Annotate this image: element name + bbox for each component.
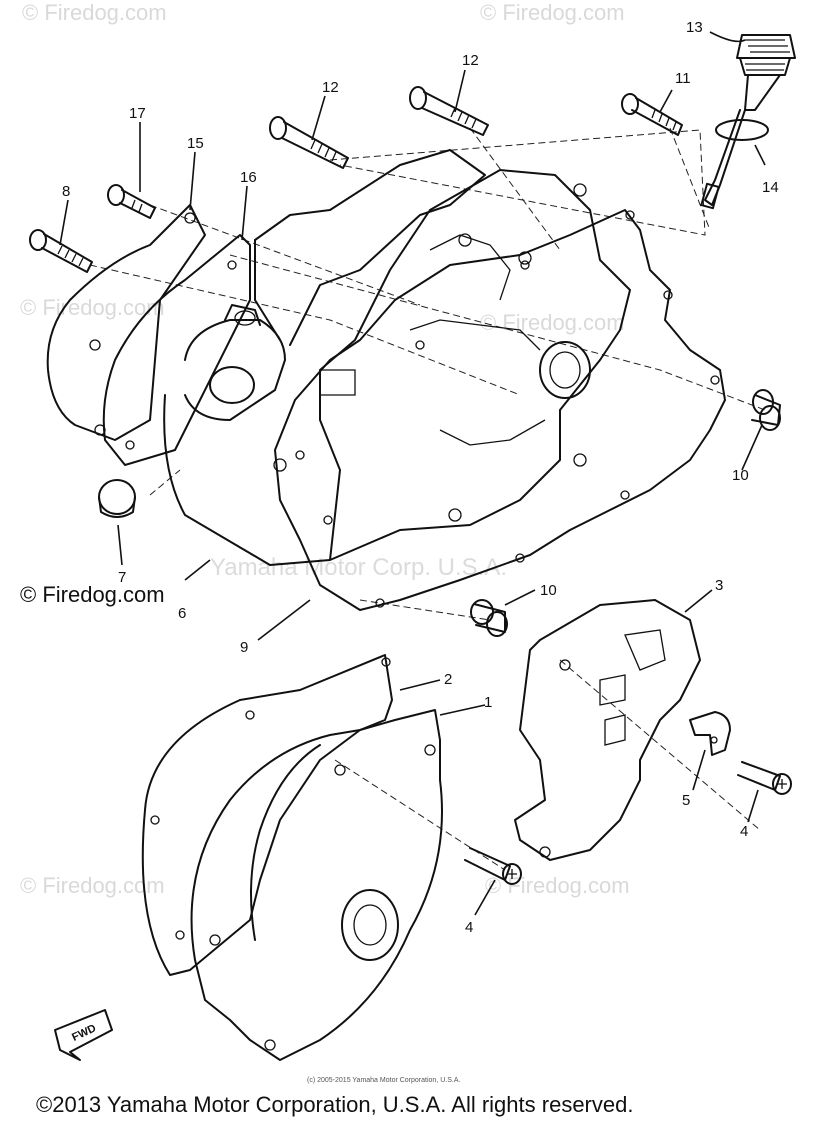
callout-8: 8 [62,183,70,200]
leader-lines [59,31,766,916]
callout-15: 15 [187,135,204,152]
callout-5: 5 [682,792,690,809]
watermark-firedog-link[interactable]: © Firedog.com [20,582,165,607]
bolt-part-11[interactable] [621,93,683,136]
callout-3: 3 [715,577,723,594]
watermark-low-left: © Firedog.com [20,873,165,898]
clamp-part-5[interactable] [689,711,731,756]
alignment-lines [89,127,766,871]
watermark-group: © Firedog.com © Firedog.com © Firedog.co… [20,0,630,898]
callout-1: 1 [484,694,492,711]
callout-2: 2 [444,671,452,688]
forward-direction-arrow: FWD [54,1009,113,1061]
plug-part-7[interactable] [98,479,136,518]
crankcase-gasket-part-9[interactable] [274,209,726,611]
bolt-part-4-right[interactable] [737,761,792,795]
o-ring-part-14[interactable] [715,119,769,141]
callout-11: 11 [675,70,691,87]
watermark-top-left: © Firedog.com [22,0,167,25]
bolt-part-17[interactable] [107,184,156,219]
watermark-center: Yamaha Motor Corp. U.S.A. [210,554,507,581]
bolt-part-8[interactable] [29,229,93,273]
generator-gasket-part-2[interactable] [141,654,393,976]
callout-4-right: 4 [740,823,748,840]
crankcase-cover-part-6[interactable] [163,149,631,566]
watermark-mid-right: © Firedog.com [480,310,625,335]
callout-numbers: 13 14 11 12 12 17 15 16 8 7 6 9 10 10 3 … [62,19,779,936]
callout-4-left: 4 [465,919,473,936]
gasket-part-16[interactable] [102,234,251,466]
small-cover-part-15[interactable] [46,204,206,441]
callout-13: 13 [686,19,703,36]
callout-6: 6 [178,605,186,622]
callout-7: 7 [118,569,126,586]
dowel-pin-part-10-upper[interactable] [751,389,781,431]
dowel-pin-part-10-lower[interactable] [470,599,508,637]
watermark-top-right: © Firedog.com [480,0,625,25]
filler-cap-part-13[interactable] [700,34,796,210]
watermark-mid-left: © Firedog.com [20,295,165,320]
bolt-part-12-front[interactable] [269,116,349,169]
small-print-copyright: (c) 2005-2015 Yamaha Motor Corporation, … [307,1077,460,1084]
generator-cover-part-1[interactable] [190,709,443,1061]
watermark-low-right: © Firedog.com [485,873,630,898]
callout-14: 14 [762,179,779,196]
bolt-part-4-left[interactable] [464,847,522,885]
callout-12-rear: 12 [462,52,479,69]
footer-copyright: ©2013 Yamaha Motor Corporation, U.S.A. A… [36,1092,633,1117]
bolt-part-12-rear[interactable] [409,86,489,136]
callout-9: 9 [240,639,248,656]
callout-16: 16 [240,169,257,186]
callout-17: 17 [129,105,146,122]
callout-10-upper: 10 [732,467,749,484]
callout-10-lower: 10 [540,582,557,599]
callout-12-front: 12 [322,79,339,96]
sprocket-cover-part-3[interactable] [514,599,701,861]
